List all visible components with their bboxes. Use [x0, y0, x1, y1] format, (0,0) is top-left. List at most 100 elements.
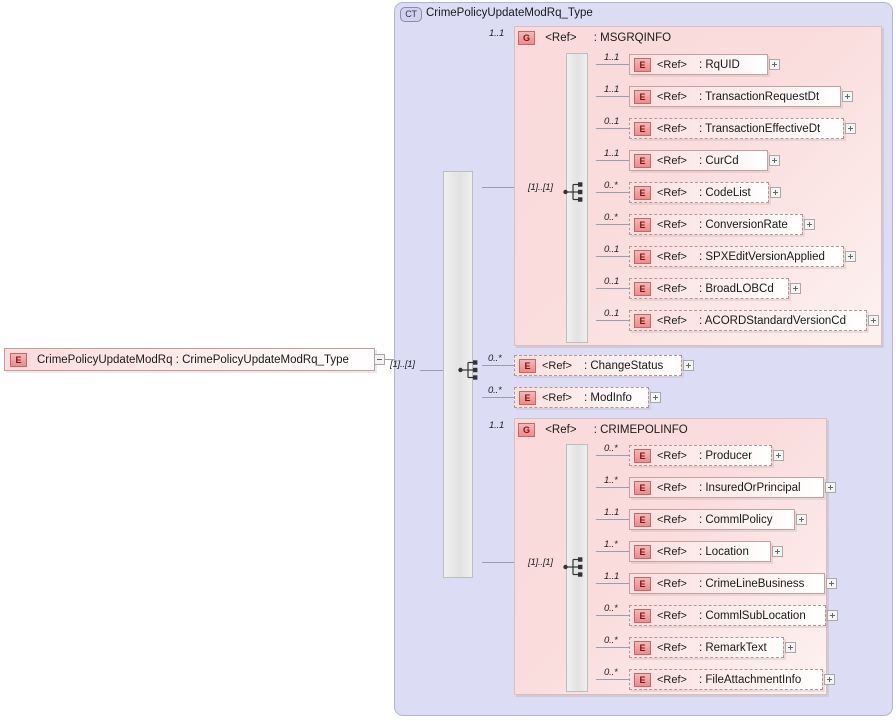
element-node-curcd[interactable]: E <Ref> : CurCd	[629, 150, 768, 171]
expand-box[interactable]	[842, 91, 853, 102]
expand-box[interactable]	[769, 59, 780, 70]
group-header-crimepolinfo[interactable]: G <Ref> : CRIMEPOLINFO	[518, 423, 688, 437]
element-name-label: : SPXEditVersionApplied	[698, 250, 825, 263]
child-cardinality: 0..*	[604, 180, 618, 191]
element-node-commlsublocation[interactable]: E <Ref> : CommlSubLocation	[629, 605, 826, 626]
element-node-conversionrate[interactable]: E <Ref> : ConversionRate	[629, 214, 803, 235]
element-node-rquid[interactable]: E <Ref> : RqUID	[629, 54, 768, 75]
element-node-producer[interactable]: E <Ref> : Producer	[629, 445, 772, 466]
expand-box[interactable]	[772, 546, 783, 557]
expand-box[interactable]	[804, 219, 815, 230]
element-badge: E	[634, 313, 651, 328]
element-badge: E	[634, 249, 651, 264]
expand-box[interactable]	[825, 482, 836, 493]
element-ref-label: <Ref>	[657, 513, 687, 526]
element-node-broadlobcd[interactable]: E <Ref> : BroadLOBCd	[629, 278, 789, 299]
expand-box[interactable]	[773, 450, 784, 461]
child-cardinality: 1..1	[604, 52, 620, 63]
element-name-label: : BroadLOBCd	[698, 282, 774, 295]
expand-box[interactable]	[845, 251, 856, 262]
element-badge: E	[634, 153, 651, 168]
element-name-label: : InsuredOrPrincipal	[698, 481, 801, 494]
element-ref-label: <Ref>	[657, 90, 687, 103]
root-collapse-box[interactable]	[374, 354, 385, 365]
element-badge: E	[519, 390, 536, 405]
element-badge: E	[634, 544, 651, 559]
sequence-compositor-icon[interactable]	[563, 556, 587, 578]
expand-box[interactable]	[845, 123, 856, 134]
element-ref-label: <Ref>	[657, 314, 687, 327]
root-element-label: CrimePolicyUpdateModRq : CrimePolicyUpda…	[37, 353, 349, 366]
element-name-label: : RqUID	[698, 58, 740, 71]
crimepolinfo-sequence-cardinality: [1]..[1]	[528, 557, 553, 568]
element-ref-label: <Ref>	[657, 122, 687, 135]
element-name-label: : RemarkText	[698, 641, 767, 654]
element-node-commlpolicy[interactable]: E <Ref> : CommlPolicy	[629, 509, 795, 530]
expand-box[interactable]	[826, 578, 837, 589]
element-node-remarktext[interactable]: E <Ref> : RemarkText	[629, 637, 784, 658]
element-ref-label: <Ref>	[657, 282, 687, 295]
sequence-compositor-icon[interactable]	[563, 181, 587, 203]
sequence-compositor-icon[interactable]	[458, 359, 482, 381]
element-name-label: : FileAttachmentInfo	[698, 673, 802, 686]
expand-box[interactable]	[790, 283, 801, 294]
element-ref-label: <Ref>	[657, 481, 687, 494]
element-ref-label: <Ref>	[657, 641, 687, 654]
element-ref-label: <Ref>	[657, 186, 687, 199]
element-badge: E	[634, 512, 651, 527]
element-badge: E	[634, 576, 651, 591]
element-node-transactioneffectivedt[interactable]: E <Ref> : TransactionEffectiveDt	[629, 118, 844, 139]
element-badge: E	[634, 185, 651, 200]
element-node-location[interactable]: E <Ref> : Location	[629, 541, 771, 562]
element-ref-label: <Ref>	[542, 359, 572, 372]
element-cardinality-changestatus: 0..*	[488, 353, 502, 364]
group-cardinality-msgrqinfo: 1..1	[489, 28, 505, 39]
element-ref-label: <Ref>	[657, 577, 687, 590]
expand-box[interactable]	[827, 610, 838, 621]
element-node-acordstandardversioncd[interactable]: E <Ref> : ACORDStandardVersionCd	[629, 310, 867, 331]
group-name-label: : CRIMEPOLINFO	[593, 424, 688, 437]
element-name-label: : CurCd	[698, 154, 739, 167]
expand-box[interactable]	[868, 315, 879, 326]
root-element-node[interactable]: E CrimePolicyUpdateModRq : CrimePolicyUp…	[4, 348, 375, 371]
element-badge: E	[634, 217, 651, 232]
element-name-label: : CrimeLineBusiness	[698, 577, 805, 590]
element-node-changestatus[interactable]: E <Ref> : ChangeStatus	[514, 355, 682, 376]
element-node-spxeditversionapplied[interactable]: E <Ref> : SPXEditVersionApplied	[629, 246, 844, 267]
element-name-label: : ConversionRate	[698, 218, 788, 231]
element-ref-label: <Ref>	[657, 673, 687, 686]
expand-box[interactable]	[770, 187, 781, 198]
expand-box[interactable]	[683, 360, 694, 371]
element-badge: E	[634, 448, 651, 463]
element-node-insuredorprincipal[interactable]: E <Ref> : InsuredOrPrincipal	[629, 477, 824, 498]
group-ref-label: <Ref>	[545, 32, 577, 45]
element-ref-label: <Ref>	[542, 391, 572, 404]
element-name-label: : CommlPolicy	[698, 513, 773, 526]
element-badge: E	[634, 57, 651, 72]
element-node-transactionrequestdt[interactable]: E <Ref> : TransactionRequestDt	[629, 86, 841, 107]
expand-box[interactable]	[650, 392, 661, 403]
child-cardinality: 0..1	[604, 276, 620, 287]
child-cardinality: 0..*	[604, 212, 618, 223]
child-cardinality: 0..1	[604, 116, 620, 127]
element-node-fileattachmentinfo[interactable]: E <Ref> : FileAttachmentInfo	[629, 669, 823, 690]
expand-box[interactable]	[769, 155, 780, 166]
element-name-label: : ChangeStatus	[583, 359, 664, 372]
group-ref-label: <Ref>	[545, 424, 577, 437]
element-ref-label: <Ref>	[657, 449, 687, 462]
element-name-label: : Producer	[698, 449, 753, 462]
expand-box[interactable]	[785, 642, 796, 653]
element-ref-label: <Ref>	[657, 154, 687, 167]
expand-box[interactable]	[824, 674, 835, 685]
element-node-codelist[interactable]: E <Ref> : CodeList	[629, 182, 769, 203]
element-node-modinfo[interactable]: E <Ref> : ModInfo	[514, 387, 649, 408]
child-cardinality: 0..*	[604, 635, 618, 646]
root-sequence-cardinality: [1]..[1]	[390, 359, 415, 370]
element-badge: E	[519, 358, 536, 373]
element-node-crimelinebusiness[interactable]: E <Ref> : CrimeLineBusiness	[629, 573, 825, 594]
group-badge: G	[518, 31, 535, 45]
expand-box[interactable]	[796, 514, 807, 525]
group-header-msgrqinfo[interactable]: G <Ref> : MSGRQINFO	[518, 31, 671, 45]
element-badge: E	[634, 608, 651, 623]
